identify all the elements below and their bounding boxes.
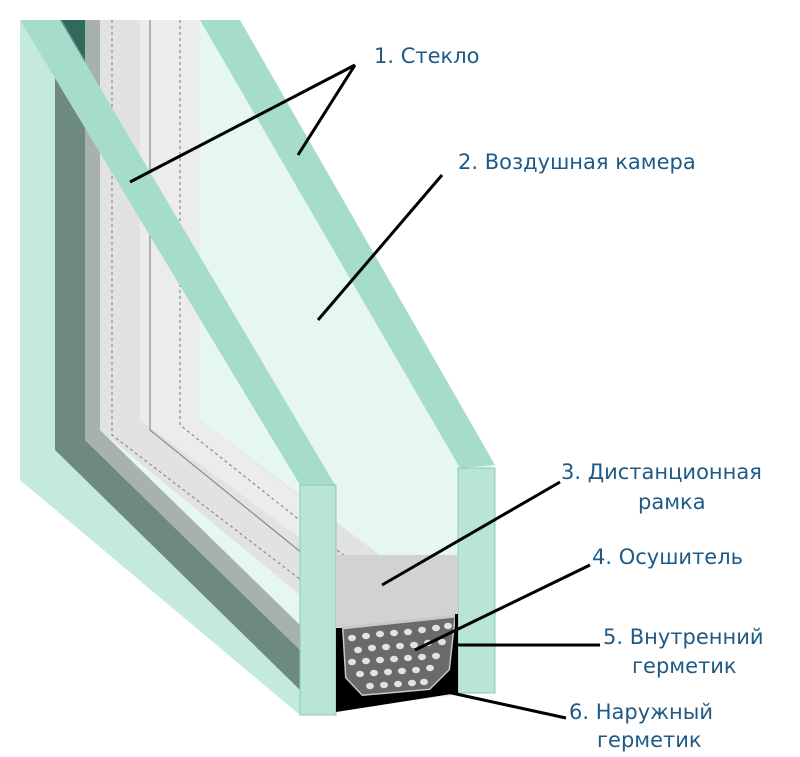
desiccant-granule bbox=[394, 680, 402, 688]
desiccant-granule bbox=[404, 654, 412, 662]
desiccant-granule bbox=[376, 630, 384, 638]
spacer-seam-2 bbox=[149, 20, 361, 601]
desiccant-granule bbox=[390, 655, 398, 663]
desiccant-granule bbox=[418, 653, 426, 661]
label-spacer-line1: 3. Дистанционная bbox=[561, 460, 762, 484]
desiccant-granule bbox=[370, 669, 378, 677]
desiccant-granule bbox=[356, 670, 364, 678]
desiccant-granule bbox=[418, 626, 426, 634]
spacer-section-top bbox=[336, 555, 458, 628]
spacer-strip-lighter bbox=[140, 20, 330, 560]
inner-glass-band bbox=[20, 20, 335, 485]
desiccant-granule bbox=[432, 624, 440, 632]
desiccant-granule bbox=[412, 666, 420, 674]
desiccant-granule bbox=[384, 668, 392, 676]
desiccant-granule bbox=[410, 641, 418, 649]
desiccant-granule bbox=[362, 657, 370, 665]
leader-glass-b bbox=[296, 64, 357, 156]
desiccant-granule bbox=[354, 646, 362, 654]
outer-sealant bbox=[336, 615, 458, 712]
label-outer-sealant-line1: 6. Наружный bbox=[569, 700, 714, 724]
leader-lines bbox=[129, 63, 600, 720]
desiccant-granules bbox=[348, 622, 452, 690]
desiccant-granule bbox=[444, 622, 452, 630]
inner-glass-top-dark bbox=[62, 20, 85, 60]
desiccant-granule bbox=[348, 634, 356, 642]
desiccant-granule bbox=[382, 643, 390, 651]
frame-gray-band bbox=[85, 20, 300, 650]
desiccant-granule bbox=[380, 681, 388, 689]
desiccant-granule bbox=[420, 678, 428, 686]
desiccant-granule bbox=[368, 644, 376, 652]
inner-glass-edge bbox=[299, 484, 337, 716]
desiccant-granule bbox=[398, 667, 406, 675]
desiccant-granule bbox=[376, 656, 384, 664]
leader-glass-a bbox=[129, 63, 356, 184]
desiccant-granule bbox=[404, 628, 412, 636]
label-inner-sealant-line1: 5. Внутренний bbox=[603, 625, 764, 649]
label-glass: 1. Стекло bbox=[374, 44, 480, 68]
leader-outer-sealant bbox=[437, 688, 567, 720]
label-outer-sealant-line2: герметик bbox=[597, 728, 702, 752]
leader-desiccant bbox=[414, 563, 591, 652]
label-inner-sealant-line2: герметик bbox=[632, 654, 737, 678]
desiccant-granule bbox=[438, 638, 446, 646]
desiccant-granule bbox=[396, 642, 404, 650]
desiccant-granule bbox=[390, 629, 398, 637]
label-air-chamber: 2. Воздушная камера bbox=[458, 150, 696, 174]
label-spacer-line2: рамка bbox=[638, 490, 706, 514]
desiccant-granule bbox=[366, 682, 374, 690]
label-desiccant: 4. Осушитель bbox=[592, 545, 744, 569]
leader-air-chamber bbox=[316, 174, 444, 321]
outer-glass-band bbox=[200, 20, 495, 468]
desiccant-granule bbox=[426, 664, 434, 672]
leader-spacer bbox=[381, 480, 561, 587]
desiccant-granule bbox=[348, 658, 356, 666]
desiccant-granule bbox=[408, 679, 416, 687]
back-pane-left-edge bbox=[20, 20, 300, 715]
desiccant-granule bbox=[362, 632, 370, 640]
outer-glass-edge bbox=[457, 467, 496, 694]
desiccant-granule bbox=[432, 652, 440, 660]
